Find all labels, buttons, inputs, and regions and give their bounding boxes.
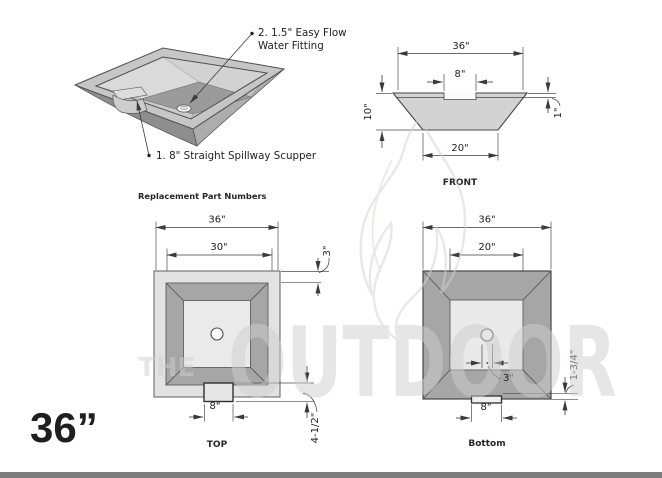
front-dim-8: 8" [455,69,466,80]
front-profile [391,92,529,131]
bottom-drain-hole [480,328,494,342]
top-view-label: TOP [207,440,228,450]
watermark: THE OUTDOOR [138,114,617,419]
bottom-dim-36: 36" [478,215,495,226]
top-dim-8: 8" [210,401,221,412]
front-scupper-notch [443,92,477,100]
top-view: 36" 30" 3" 4-1/2" 8" TOP [153,215,333,450]
bottom-scupper [470,395,503,404]
top-drain-hole [210,327,224,341]
top-dim-4-1-2: 4-1/2" [310,413,321,444]
watermark-outdoor: OUTDOOR [228,306,617,419]
watermark-the: THE [138,353,195,383]
front-dim-20: 20" [451,143,468,154]
callout-fitting-text-1: 2. 1.5" Easy Flow [258,27,347,39]
bottom-view: 36" 20" 3" 8" 1-3/4" Bottom [422,215,580,449]
callout-spillway-scupper: 1. 8" Straight Spillway Scupper [136,100,317,162]
top-dim-30: 30" [210,242,227,253]
iso-view: 2. 1.5" Easy Flow Water Fitting 1. 8" St… [73,27,347,162]
front-dim-36: 36" [452,41,469,52]
front-view-label: FRONT [443,178,478,188]
top-dim-3: 3" [322,246,333,257]
callout-scupper-text: 1. 8" Straight Spillway Scupper [156,150,317,162]
bottom-dim-3: 3" [503,373,514,384]
flame-icon [359,114,467,345]
bottom-dim-8: 8" [481,402,492,413]
front-view: 36" 8" 10" 1" 20" FRONT [363,41,564,188]
callout-leader-line [136,100,150,156]
section-title: Replacement Part Numbers [138,191,267,201]
front-dim-1: 1" [553,108,564,119]
bottom-dim-1-3-4: 1-3/4" [569,350,580,381]
bowl-underside-right [192,68,285,147]
top-scupper [203,382,234,403]
bottom-dim-20: 20" [478,242,495,253]
front-dim-10: 10" [363,103,374,120]
footer-bar [0,472,662,478]
top-dim-36: 36" [208,215,225,226]
callout-water-fitting: 2. 1.5" Easy Flow Water Fitting [189,27,347,104]
water-fitting-inner-3d [180,105,188,111]
bottom-view-label: Bottom [468,439,505,449]
size-badge: 36” [30,404,98,451]
bowl-rim [73,47,286,130]
callout-fitting-text-2: Water Fitting [258,40,324,52]
callout-leader-line [189,33,253,104]
